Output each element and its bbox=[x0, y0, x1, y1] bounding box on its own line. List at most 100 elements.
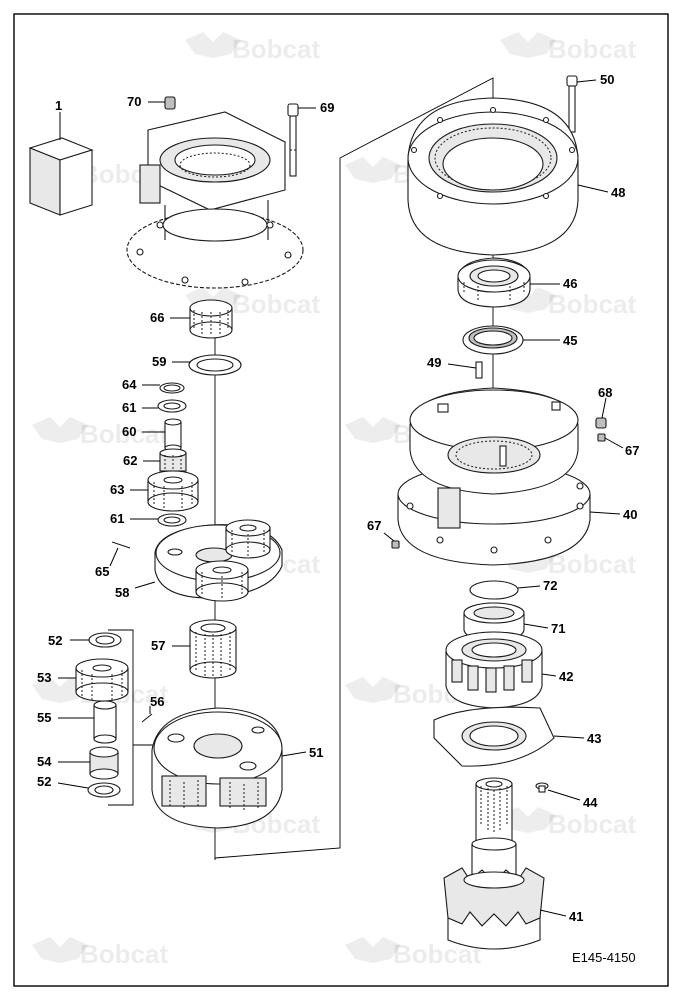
part-59-thrust-washer bbox=[188, 354, 242, 376]
callout-46: 46 bbox=[563, 276, 577, 291]
callout-60: 60 bbox=[122, 424, 136, 439]
leader-41 bbox=[539, 909, 567, 917]
callout-51: 51 bbox=[309, 745, 323, 760]
part-42-roller-bearing bbox=[445, 631, 543, 709]
part-51-planet-carrier bbox=[151, 707, 283, 829]
callout-43: 43 bbox=[587, 731, 601, 746]
callout-50: 50 bbox=[600, 72, 614, 87]
part-41-pinion-shaft bbox=[443, 777, 545, 950]
callout-45: 45 bbox=[563, 333, 577, 348]
callout-69: 69 bbox=[320, 100, 334, 115]
leader-49 bbox=[447, 363, 477, 369]
callout-68: 68 bbox=[598, 385, 612, 400]
part-43-cover-plate bbox=[433, 706, 555, 767]
leader-67-left bbox=[383, 532, 395, 542]
callout-61-upper: 61 bbox=[122, 400, 136, 415]
drawing-border bbox=[13, 13, 669, 987]
callout-1: 1 bbox=[55, 98, 62, 113]
part-62-needle-bearing bbox=[159, 448, 187, 472]
part-63-planet-gear bbox=[147, 470, 199, 512]
watermark: Bobcat bbox=[32, 937, 168, 969]
part-67-plug-right bbox=[597, 433, 606, 442]
callout-59: 59 bbox=[152, 354, 166, 369]
part-56-roll-pin bbox=[141, 713, 153, 723]
svg-text:Bobcat: Bobcat bbox=[80, 939, 168, 969]
callout-44: 44 bbox=[583, 795, 598, 810]
planet-gear-lower bbox=[195, 560, 249, 602]
callout-52-upper: 52 bbox=[48, 633, 62, 648]
part-60-planet-pin bbox=[164, 418, 182, 452]
callout-72: 72 bbox=[543, 578, 557, 593]
leader-72 bbox=[517, 585, 541, 589]
svg-text:Bobcat: Bobcat bbox=[548, 809, 636, 839]
part-69-bolt bbox=[287, 103, 299, 177]
callout-42: 42 bbox=[559, 669, 573, 684]
leader-50 bbox=[576, 79, 597, 83]
part-68-bolt bbox=[595, 417, 607, 429]
part-54-bushing bbox=[89, 746, 119, 780]
motor-housing bbox=[126, 111, 304, 289]
part-71-collar bbox=[463, 602, 525, 642]
part-66-sun-gear bbox=[189, 299, 233, 339]
part-70-plug bbox=[164, 96, 176, 110]
callout-62: 62 bbox=[123, 453, 137, 468]
part-52-washer-lower bbox=[87, 782, 121, 798]
part-44-screw bbox=[535, 782, 549, 793]
leader-65 bbox=[109, 547, 119, 567]
part-50-bolt bbox=[566, 75, 578, 133]
watermark: Bobcat bbox=[345, 937, 481, 969]
leader-52-lower bbox=[57, 782, 89, 789]
watermark: Bobcat bbox=[500, 32, 636, 64]
part-67-plug-left bbox=[391, 540, 400, 549]
callout-54: 54 bbox=[37, 754, 52, 769]
callout-57: 57 bbox=[151, 638, 165, 653]
part-53-planet-gear bbox=[75, 658, 129, 702]
watermark: Bobcat bbox=[32, 417, 168, 449]
part-48-ring-gear bbox=[407, 97, 579, 256]
callout-52-lower: 52 bbox=[37, 774, 51, 789]
subassembly-bracket bbox=[108, 629, 134, 806]
part-55-planet-pin bbox=[93, 700, 117, 744]
leader-51 bbox=[281, 751, 307, 757]
callout-48: 48 bbox=[611, 185, 625, 200]
part-64-snap-ring bbox=[159, 382, 185, 394]
planet-gear-upper bbox=[225, 519, 271, 559]
svg-text:Bobcat: Bobcat bbox=[80, 419, 168, 449]
callout-53: 53 bbox=[37, 670, 51, 685]
part-1-seal-kit-box bbox=[28, 137, 94, 216]
leader-40 bbox=[589, 511, 621, 515]
part-72-o-ring bbox=[469, 580, 519, 600]
part-40-gearbox-housing bbox=[397, 387, 591, 566]
leader-43 bbox=[553, 735, 585, 739]
watermark: Bobcat bbox=[500, 547, 636, 579]
callout-65: 65 bbox=[95, 564, 109, 579]
callout-58: 58 bbox=[115, 585, 129, 600]
callout-40: 40 bbox=[623, 507, 637, 522]
callout-67-left: 67 bbox=[367, 518, 381, 533]
callout-56: 56 bbox=[150, 694, 164, 709]
callout-63: 63 bbox=[110, 482, 124, 497]
callout-64: 64 bbox=[122, 377, 137, 392]
callout-70: 70 bbox=[127, 94, 141, 109]
part-61-washer-upper bbox=[157, 399, 187, 413]
callout-55: 55 bbox=[37, 710, 51, 725]
part-57-sun-gear bbox=[189, 619, 237, 679]
drawing-reference-number: E145-4150 bbox=[572, 950, 636, 965]
leader-42 bbox=[541, 673, 557, 677]
part-49-dowel-pin bbox=[475, 361, 483, 379]
leader-48 bbox=[577, 184, 609, 193]
callout-41: 41 bbox=[569, 909, 583, 924]
leader-67-right bbox=[604, 437, 624, 449]
callout-71: 71 bbox=[551, 621, 565, 636]
callout-67-right: 67 bbox=[625, 443, 639, 458]
watermark: Bobcat bbox=[185, 32, 320, 64]
watermark: Bobcat bbox=[500, 807, 636, 839]
part-61-washer-lower bbox=[157, 513, 187, 527]
svg-text:Bobcat: Bobcat bbox=[232, 289, 320, 319]
leader-71 bbox=[523, 623, 549, 629]
callout-49: 49 bbox=[427, 355, 441, 370]
part-46-bearing bbox=[457, 257, 531, 308]
svg-text:Bobcat: Bobcat bbox=[548, 289, 636, 319]
svg-text:Bobcat: Bobcat bbox=[232, 34, 320, 64]
